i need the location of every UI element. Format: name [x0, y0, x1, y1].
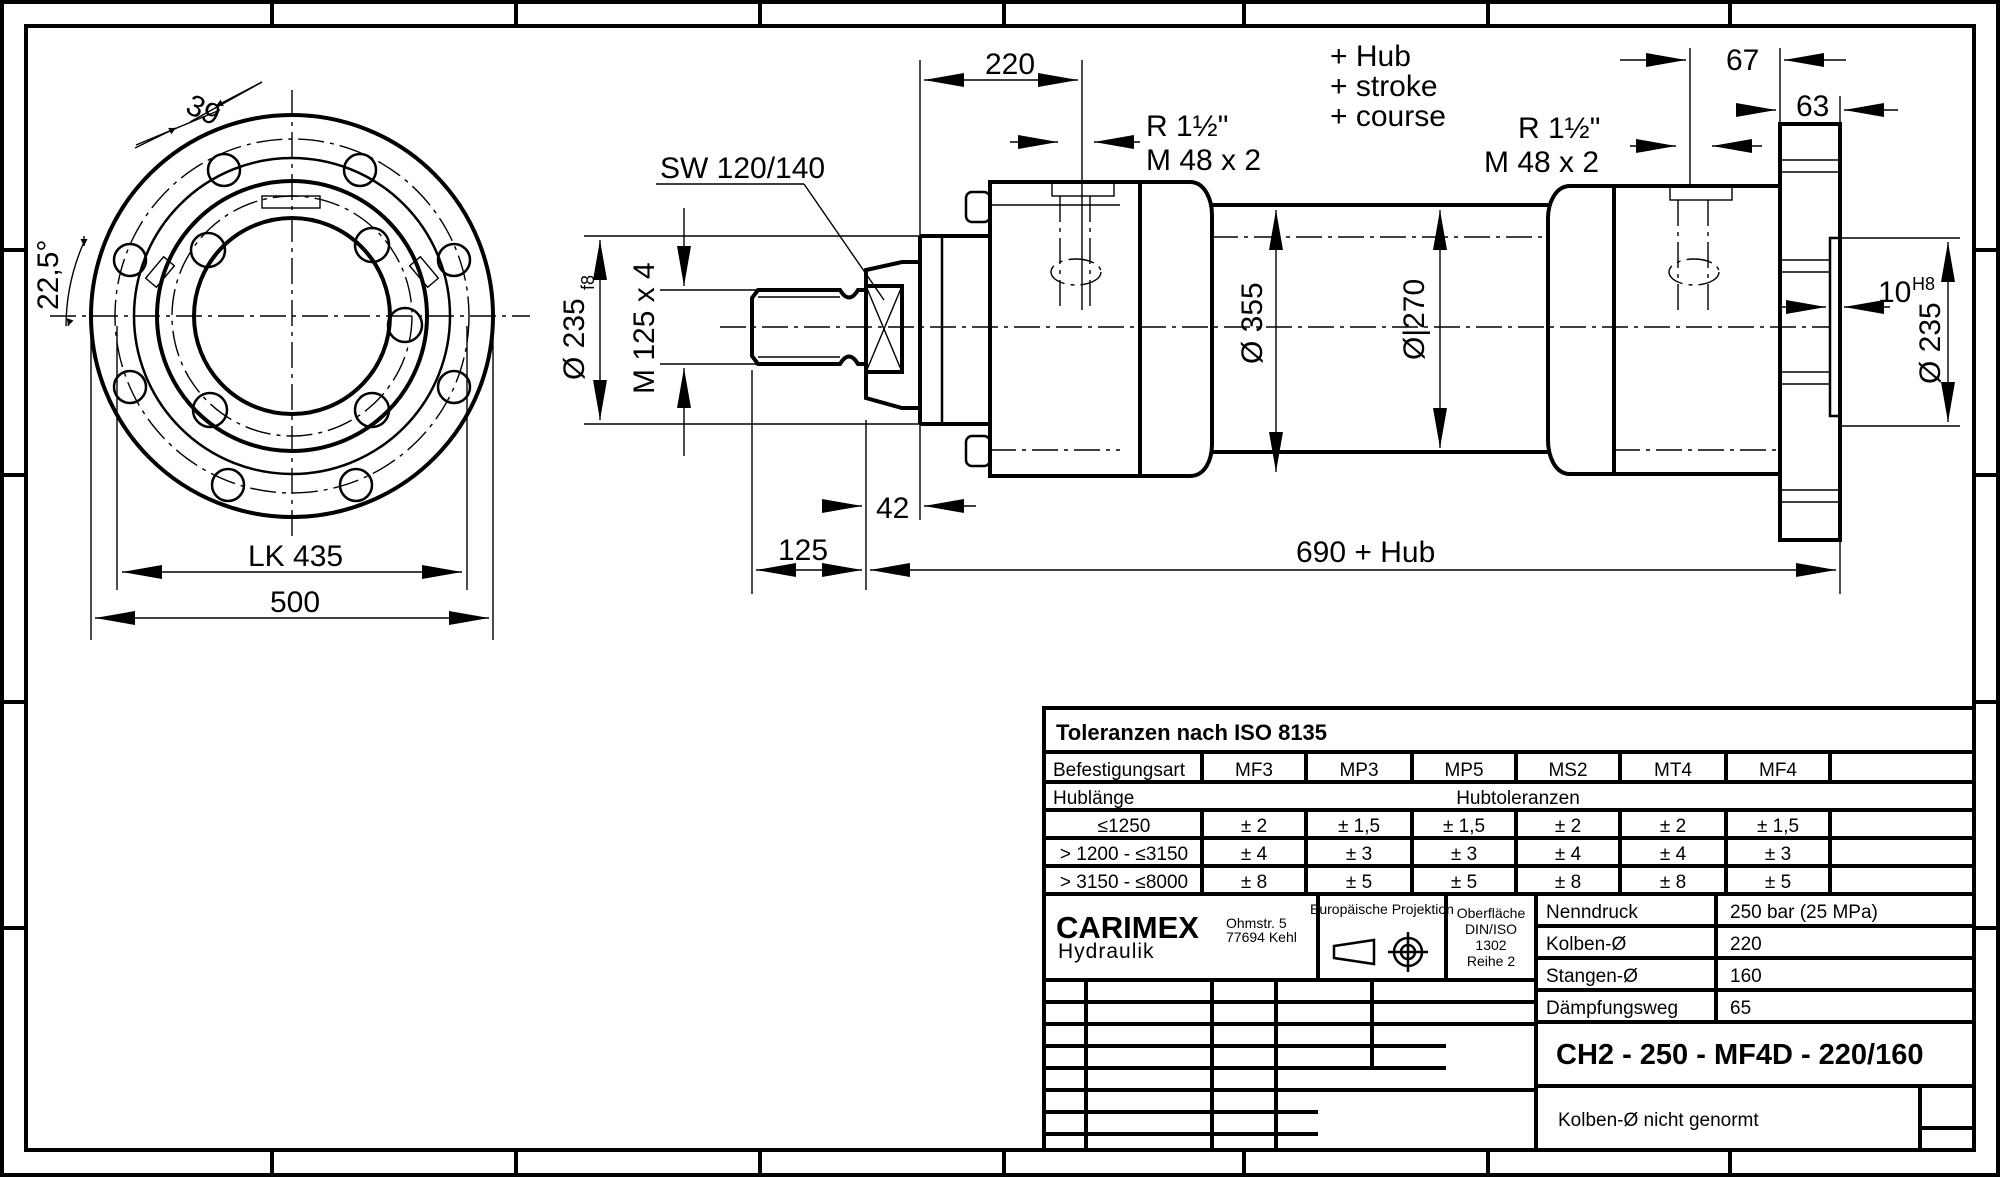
fit-h8: H8 [1912, 274, 1935, 294]
stroke-label: Hublänge [1053, 788, 1134, 809]
dia235-right-dim: Ø 235 [1914, 302, 1947, 384]
span-label: Hubtoleranzen [1456, 788, 1580, 809]
row1-range: > 1200 - ≤3150 [1060, 844, 1188, 865]
spec-label-0: Nenndruck [1546, 902, 1638, 923]
surface-line2: 1302 [1475, 937, 1506, 953]
d63-dim: 63 [1796, 90, 1829, 123]
row0-range: ≤1250 [1098, 816, 1151, 837]
company-sub: Hydraulik [1058, 940, 1155, 963]
spec-label-3: Dämpfungsweg [1546, 998, 1678, 1019]
row2-v4: ± 8 [1660, 872, 1686, 893]
dia235-left-dim: Ø 235 [558, 298, 591, 380]
row0-v0: ± 2 [1241, 816, 1267, 837]
side-view-dimensions: 220 R 1½" M 48 x 2 + Hub + stroke + cour… [558, 40, 1960, 594]
spec-value-1: 220 [1730, 934, 1762, 955]
row1-v3: ± 4 [1555, 844, 1582, 865]
cylinder-side-view [720, 122, 1842, 542]
row2-v5: ± 5 [1765, 872, 1791, 893]
d42-dim: 42 [876, 492, 909, 525]
row1-v0: ± 4 [1241, 844, 1268, 865]
angle-dim: 22,5° [32, 240, 65, 310]
mount-mp3: MP3 [1339, 760, 1378, 781]
port-left-thread: R 1½" [1146, 110, 1228, 143]
row1-v2: ± 3 [1451, 844, 1477, 865]
tolerance-heading: Toleranzen nach ISO 8135 [1056, 720, 1327, 745]
port-right-metric: M 48 x 2 [1484, 146, 1599, 179]
mount-label: Befestigungsart [1053, 760, 1186, 781]
row0-v5: ± 1,5 [1757, 816, 1799, 837]
stroke-note-hub: + Hub [1330, 40, 1411, 73]
spec-label-1: Kolben-Ø [1546, 934, 1626, 955]
spec-value-2: 160 [1730, 966, 1762, 987]
spec-label-2: Stangen-Ø [1546, 966, 1638, 987]
drawing-note: Kolben-Ø nicht genormt [1558, 1110, 1759, 1131]
row2-v0: ± 8 [1241, 872, 1267, 893]
mount-mf3: MF3 [1235, 760, 1273, 781]
mount-mf4: MF4 [1759, 760, 1797, 781]
d125-dim: 125 [778, 534, 828, 567]
row1-v1: ± 3 [1346, 844, 1372, 865]
row0-v3: ± 2 [1555, 816, 1581, 837]
row0-v1: ± 1,5 [1338, 816, 1380, 837]
flange-dia-dim: 500 [270, 586, 320, 619]
head-len-dim: 220 [985, 48, 1035, 81]
drawing-title: CH2 - 250 - MF4D - 220/160 [1556, 1039, 1923, 1071]
row0-v4: ± 2 [1660, 816, 1686, 837]
lk-dim: LK 435 [248, 540, 343, 573]
title-block [1042, 706, 1976, 1152]
surface-line3: Reihe 2 [1467, 953, 1515, 969]
projection-label: Europäische Projektion [1310, 901, 1454, 917]
company-name: CARIMEX [1056, 910, 1199, 945]
dia270-dim: Ø|270 [1398, 279, 1431, 360]
spec-value-3: 65 [1730, 998, 1751, 1019]
stroke-note-stroke: + stroke [1330, 70, 1438, 103]
row2-v2: ± 5 [1451, 872, 1477, 893]
row1-v5: ± 3 [1765, 844, 1791, 865]
sw-dim: SW 120/140 [660, 152, 825, 185]
surface-line0: Oberfläche [1457, 905, 1526, 921]
d67-dim: 67 [1726, 44, 1759, 77]
thread-dim: M 125 x 4 [628, 262, 661, 394]
row0-v2: ± 1,5 [1443, 816, 1485, 837]
stroke-note-course: + course [1330, 100, 1446, 133]
d10-dim: 10 [1878, 276, 1911, 309]
mount-headers: MF3 MP3 MP5 MS2 MT4 MF4 [1235, 760, 1797, 781]
bolt-hole-dim: 39 [181, 88, 225, 132]
port-left-metric: M 48 x 2 [1146, 144, 1261, 177]
port-right-thread: R 1½" [1518, 112, 1600, 145]
row2-range: > 3150 - ≤8000 [1060, 872, 1188, 893]
tolerance-rows: ≤1250 ± 2 ± 1,5 ± 1,5 ± 2 ± 2 ± 1,5 > 12… [1060, 816, 1799, 893]
company-city: 77694 Kehl [1226, 929, 1297, 945]
row1-v4: ± 4 [1660, 844, 1687, 865]
mount-mt4: MT4 [1654, 760, 1692, 781]
flange-front-view: 39 22,5° LK 435 500 [32, 81, 530, 640]
fit-f8: f8 [578, 275, 598, 290]
dia355-dim: Ø 355 [1236, 282, 1269, 364]
mount-ms2: MS2 [1548, 760, 1587, 781]
title-block-text: Toleranzen nach ISO 8135 Befestigungsart… [1053, 720, 1923, 1131]
mount-mp5: MP5 [1444, 760, 1483, 781]
company-street: Ohmstr. 5 [1226, 915, 1287, 931]
spec-value-0: 250 bar (25 MPa) [1730, 902, 1878, 923]
row2-v1: ± 5 [1346, 872, 1372, 893]
total-dim: 690 + Hub [1296, 536, 1435, 569]
surface-line1: DIN/ISO [1465, 921, 1517, 937]
row2-v3: ± 8 [1555, 872, 1581, 893]
